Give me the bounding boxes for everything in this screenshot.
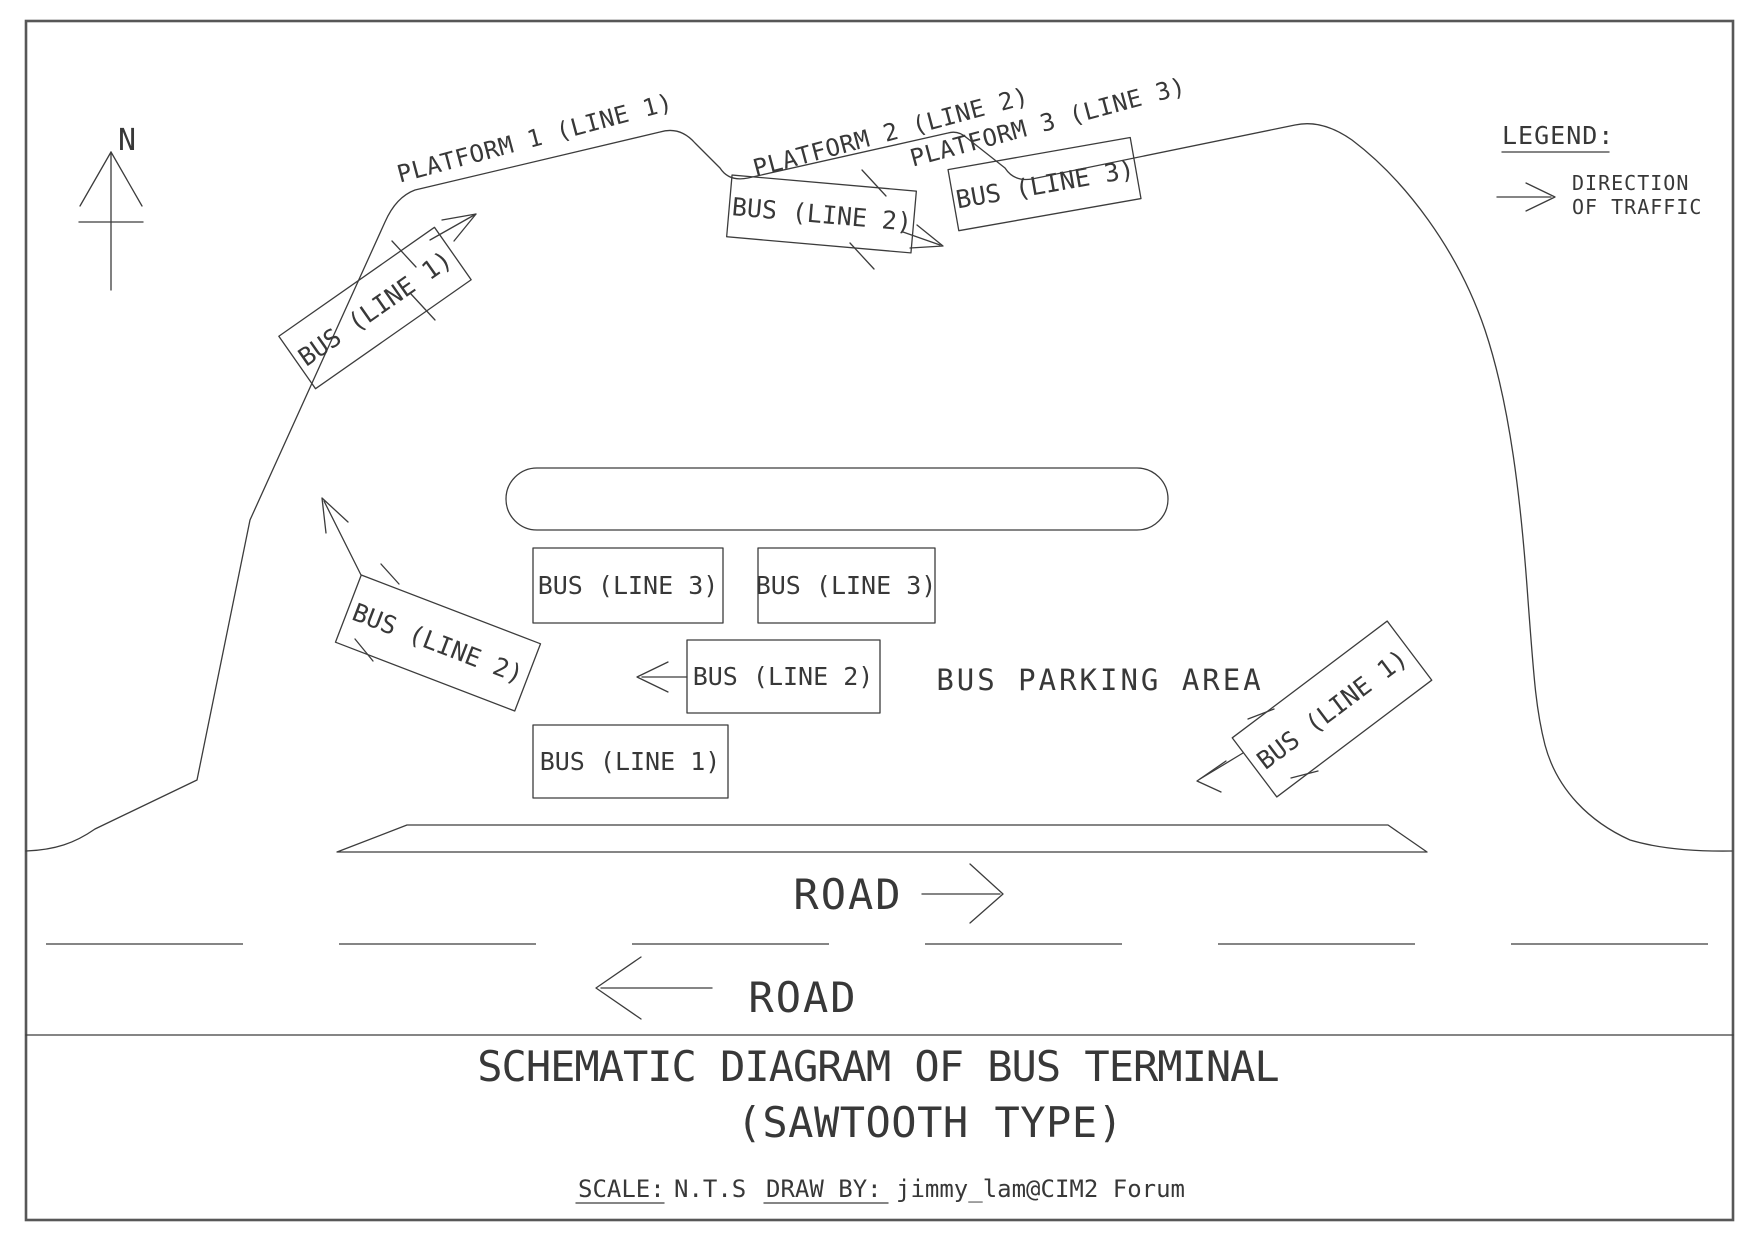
legend-item-line2: OF TRAFFIC: [1572, 195, 1702, 219]
maneuvering-bus-left-label: BUS (LINE 2): [348, 598, 527, 690]
north-arrow-right-slant: [110, 151, 143, 207]
bus-platform2-door-tick2: [849, 242, 875, 270]
maneuvering-bus-left: BUS (LINE 2): [321, 497, 542, 712]
terminal-boundary-sawtooth: [25, 123, 1733, 852]
parked-bus1-outline: [532, 547, 724, 624]
platform-island: [505, 467, 1169, 531]
maneuvering-bus-right-arrowhead-icon: [1196, 760, 1227, 793]
maneuvering-bus-left-outline: [334, 574, 542, 712]
parked-bus-3: BUS (LINE 2): [636, 639, 881, 714]
curb-strip: [336, 824, 1428, 853]
road-eastbound: ROAD: [793, 863, 1004, 924]
drawing-title-line1: SCHEMATIC DIAGRAM OF BUS TERMINAL: [477, 1042, 1278, 1091]
road-westbound-arrowhead-icon: [595, 956, 642, 1020]
maneuvering-bus-right-outline: [1231, 620, 1433, 798]
parked-bus4-outline: [532, 724, 729, 799]
north-arrow-icon: N: [78, 123, 144, 291]
bus-platform1-door-tick2: [410, 293, 436, 321]
legend: LEGEND: DIRECTION OF TRAFFIC: [1496, 121, 1702, 219]
maneuvering-bus-right-door-tick: [1247, 708, 1275, 720]
maneuvering-bus-left-arrow-shaft: [323, 500, 362, 576]
north-arrow-left-slant: [79, 151, 112, 207]
bus-platform2-arrow-shaft: [902, 231, 941, 246]
maneuvering-bus-right: BUS (LINE 1): [1196, 620, 1433, 798]
bus-box-platform-2: BUS (LINE 2): [726, 169, 944, 270]
scale-label: SCALE:: [578, 1175, 665, 1203]
parked-bus2-outline: [757, 547, 936, 624]
legend-title: LEGEND:: [1502, 121, 1614, 150]
bus-platform1-door-tick: [391, 240, 417, 268]
north-label: N: [118, 123, 136, 158]
road-westbound: ROAD: [595, 956, 857, 1022]
draw-by-value: jimmy_lam@CIM2 Forum: [896, 1175, 1185, 1203]
maneuvering-bus-right-door-tick2: [1290, 770, 1319, 779]
bus-platform1-arrowhead-icon: [441, 213, 477, 242]
bus-platform2-outline: [726, 174, 918, 254]
maneuvering-bus-left-door-tick: [380, 563, 400, 585]
bus-platform2-arrowhead-icon: [909, 224, 944, 249]
legend-item-line1: DIRECTION: [1572, 171, 1689, 195]
maneuvering-bus-left-door-tick2: [354, 638, 374, 662]
maneuvering-bus-left-arrowhead-icon: [321, 497, 349, 534]
direction-of-traffic-arrowhead-icon: [1525, 182, 1556, 212]
bus-platform1-outline: [278, 226, 472, 390]
parked-bus3-arrowhead-icon: [636, 661, 669, 693]
drawing-title-line2: (SAWTOOTH TYPE): [737, 1098, 1124, 1147]
title-block-footer: SCALE: N.T.S DRAW BY: jimmy_lam@CIM2 For…: [575, 1175, 1185, 1204]
bus-platform1-arrow-shaft: [429, 213, 477, 241]
parked-bus-4: BUS (LINE 1): [532, 724, 729, 799]
bus-platform2-door-tick: [861, 169, 887, 197]
sheet-border: [24, 19, 1735, 1222]
parked-bus4-label: BUS (LINE 1): [540, 747, 721, 776]
parked-bus2-label: BUS (LINE 3): [756, 571, 937, 600]
parked-bus-1: BUS (LINE 3): [532, 547, 724, 624]
road-eastbound-arrowhead-icon: [969, 863, 1004, 924]
parked-bus3-label: BUS (LINE 2): [693, 662, 874, 691]
parked-bus-2: BUS (LINE 3): [756, 547, 937, 624]
road-westbound-label: ROAD: [748, 973, 857, 1022]
scale-value: N.T.S: [674, 1175, 746, 1203]
bus-parking-area-label: BUS PARKING AREA: [936, 663, 1263, 697]
road-eastbound-label: ROAD: [793, 870, 902, 919]
bus-platform3-outline: [947, 136, 1142, 232]
bus-platform2-label: BUS (LINE 2): [731, 192, 913, 237]
draw-by-label: DRAW BY:: [766, 1175, 882, 1203]
parked-bus1-label: BUS (LINE 3): [538, 571, 719, 600]
